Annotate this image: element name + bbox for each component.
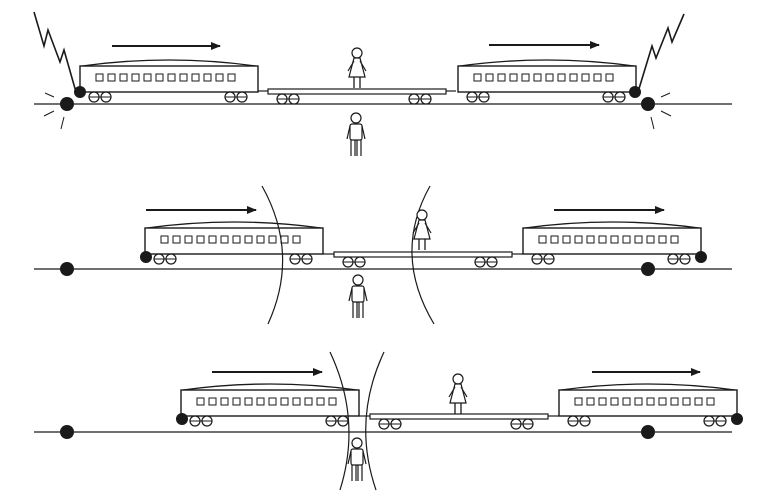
right-passenger-car: [458, 60, 636, 102]
train-strike-mark: [695, 251, 707, 263]
light-front-left: [329, 351, 350, 491]
woman-on-train: [412, 209, 432, 251]
lightning-bolt-icon: [33, 11, 77, 93]
light-burst: [43, 92, 65, 130]
train-strike-mark: [731, 413, 743, 425]
ground-strike-mark: [60, 97, 74, 111]
ground-strike-mark: [641, 262, 655, 276]
ground-strike-mark: [641, 425, 655, 439]
light-front-right: [365, 351, 385, 491]
ground-strike-mark: [60, 425, 74, 439]
light-front-right: [411, 185, 435, 325]
train-strike-mark: [629, 86, 641, 98]
ground-strike-mark: [641, 97, 655, 111]
light-front-left: [261, 185, 284, 325]
lightning-bolt-icon: [637, 13, 685, 93]
ground-strike-mark: [60, 262, 74, 276]
light-burst: [650, 92, 672, 130]
flatcar: [268, 89, 446, 104]
left-passenger-car: [181, 384, 359, 426]
left-passenger-car: [80, 60, 258, 102]
man-on-ground: [347, 437, 367, 482]
train-strike-mark: [176, 413, 188, 425]
panel-1: [33, 11, 732, 157]
man-on-ground: [346, 112, 366, 157]
right-passenger-car: [523, 222, 701, 264]
panel-2: [34, 185, 732, 325]
right-passenger-car: [559, 384, 737, 426]
panel-3: [34, 351, 743, 491]
woman-on-train: [448, 373, 468, 415]
flatcar: [370, 414, 548, 429]
woman-on-train: [347, 47, 367, 89]
left-passenger-car: [145, 222, 323, 264]
man-on-ground: [348, 274, 368, 319]
train-strike-mark: [74, 86, 86, 98]
train-strike-mark: [140, 251, 152, 263]
flatcar: [334, 252, 512, 267]
